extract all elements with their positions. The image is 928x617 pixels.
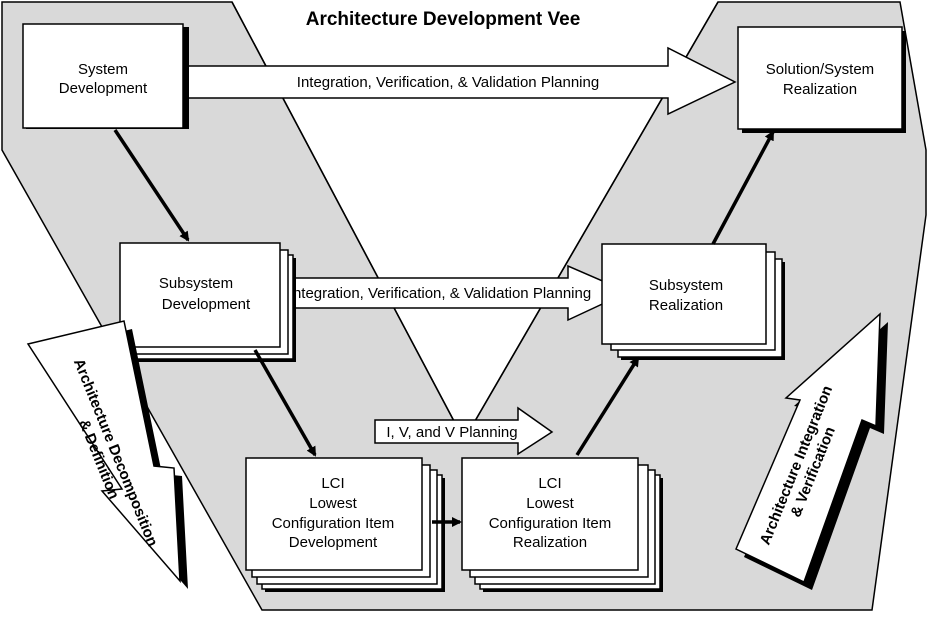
- diagram-title: Architecture Development Vee: [306, 9, 581, 30]
- system-development-line-1: System: [78, 61, 128, 78]
- lci-development-line-3: Configuration Item: [272, 515, 395, 532]
- lci-realization-line-1: LCI: [538, 475, 561, 492]
- arrow-lci-to-subsystem-realization: [575, 356, 640, 456]
- integration-side-arrow: Architecture Integration & Verification: [735, 312, 888, 590]
- lci-realization-box: LCI Lowest Configuration Item Realizatio…: [461, 457, 663, 592]
- solution-realization-line-2: Realization: [783, 81, 857, 98]
- system-development-line-2: Development: [59, 80, 148, 97]
- lci-development-line-1: LCI: [321, 475, 344, 492]
- top-planning-arrow: Integration, Verification, & Validation …: [182, 46, 737, 116]
- solution-system-realization-box: Solution/System Realization: [737, 26, 906, 133]
- lci-realization-line-4: Realization: [513, 534, 587, 551]
- subsystem-realization-line-1: Subsystem: [649, 277, 723, 294]
- lci-development-line-4: Development: [289, 534, 378, 551]
- arrow-subsystem-to-solution-realization: [711, 130, 775, 245]
- subsystem-development-line-2: Development: [162, 296, 251, 313]
- subsystem-development-line-1: Subsystem: [159, 275, 233, 292]
- middle-planning-arrow: Integration, Verification, & Validation …: [272, 264, 630, 322]
- middle-planning-label: Integration, Verification, & Validation …: [289, 285, 591, 302]
- lci-development-box: LCI Lowest Configuration Item Developmen…: [245, 457, 445, 592]
- system-development-box: System Development: [22, 23, 189, 129]
- top-planning-label: Integration, Verification, & Validation …: [297, 74, 599, 91]
- lci-realization-line-3: Configuration Item: [489, 515, 612, 532]
- arrow-system-to-subsystem: [113, 129, 190, 242]
- subsystem-realization-line-2: Realization: [649, 297, 723, 314]
- subsystem-realization-box: Subsystem Realization: [601, 243, 785, 360]
- subsystem-development-box: Subsystem Development: [119, 242, 296, 362]
- lci-development-line-2: Lowest: [309, 495, 357, 512]
- bottom-planning-label: I, V, and V Planning: [386, 424, 517, 441]
- arrow-subsystem-to-lci: [253, 349, 317, 457]
- solution-realization-line-1: Solution/System: [766, 61, 874, 78]
- lci-realization-line-2: Lowest: [526, 495, 574, 512]
- bottom-planning-arrow: I, V, and V Planning: [374, 406, 554, 456]
